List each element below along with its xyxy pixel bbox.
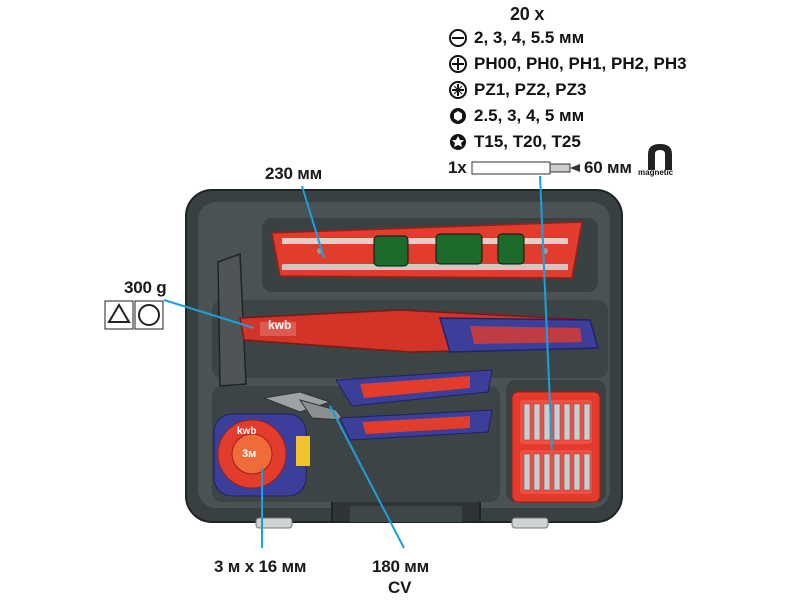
leader-lines [163,175,553,549]
tape-size-a: 3 м [214,557,241,576]
bit-holder-icon [471,161,580,175]
pliers-length-label: 180 мм [372,557,430,576]
tape-size-b: 16 мм [258,557,307,576]
phillips-icon [449,55,467,73]
certification-badges [104,300,164,330]
hammer-weight-label: 300 g [124,278,167,297]
magnet-icon [648,144,672,170]
bit-spec-row-slotted: 2, 3, 4, 5.5 мм [448,28,584,48]
tape-measure [213,413,310,497]
bit-spec-text: 2, 3, 4, 5.5 мм [474,28,585,47]
bit-spec-row-pozidriv: PZ1, PZ2, PZ3 [448,80,586,100]
tape-face-text: 3м [242,448,257,460]
bits-count-label: 20 x [510,4,545,24]
bit-spec-text: PZ1, PZ2, PZ3 [474,80,587,99]
tape-size-label: 3 м x 16 мм [214,557,306,577]
pozidriv-icon [449,81,467,99]
hammer [217,252,599,387]
bit-spec-text: T15, T20, T25 [474,132,581,151]
torx-icon [450,134,466,150]
bit-holder-count: 1x [448,158,467,177]
magnetic-label: magnetic [638,168,674,177]
hammer-brand: kwb [268,318,292,332]
slotted-icon [449,29,467,47]
bit-spec-text: 2.5, 3, 4, 5 мм [474,106,585,125]
bit-box [511,391,601,503]
spirit-level [271,221,583,279]
tape-size-sep: x [244,557,254,576]
hex-icon [450,108,466,124]
bit-spec-row-phillips: PH00, PH0, PH1, PH2, PH3 [448,54,687,74]
case-latch-right [511,517,549,529]
level-length-label: 230 мм [265,164,323,183]
bit-holder-length: 60 мм [584,158,632,177]
case-latch-left [255,517,293,529]
bit-spec-text: PH00, PH0, PH1, PH2, PH3 [474,54,687,73]
pliers [262,369,493,441]
tape-brand: kwb [237,426,257,437]
pliers-material-label: CV [388,578,412,597]
bit-spec-row-torx: T15, T20, T25 [448,132,581,152]
bit-spec-row-hex: 2.5, 3, 4, 5 мм [448,106,584,126]
magnet-badge: magnetic [638,142,680,186]
